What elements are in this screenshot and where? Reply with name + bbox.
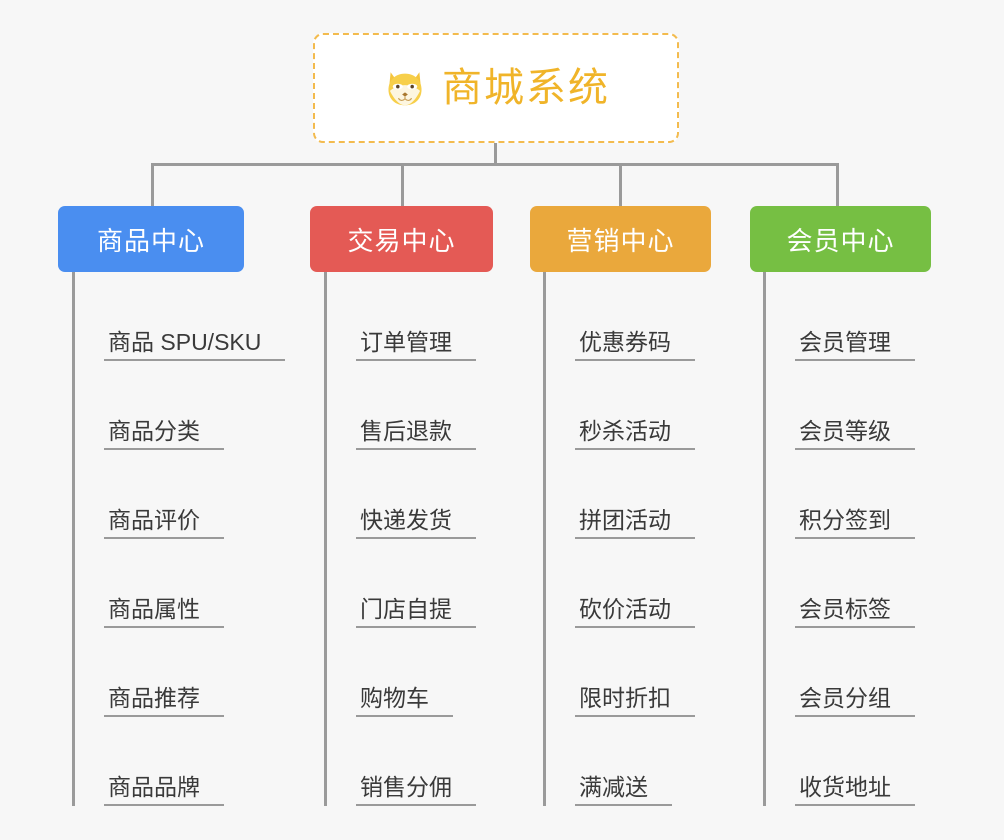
connector-drop-product-center bbox=[151, 163, 154, 206]
list-item[interactable]: 收货地址 bbox=[763, 717, 915, 806]
list-item-label: 满减送 bbox=[579, 773, 648, 800]
column-spine bbox=[543, 272, 546, 806]
list-item-label: 商品 SPU/SKU bbox=[108, 328, 262, 355]
column-spine bbox=[324, 272, 327, 806]
list-item[interactable]: 商品属性 bbox=[72, 539, 285, 628]
connector-horizontal-bar bbox=[151, 163, 839, 166]
list-item[interactable]: 优惠券码 bbox=[543, 272, 695, 361]
column-header-label: 商品中心 bbox=[96, 225, 205, 256]
list-item[interactable]: 购物车 bbox=[324, 628, 476, 717]
list-item[interactable]: 拼团活动 bbox=[543, 450, 695, 539]
column-body-marketing-center: 优惠券码 秒杀活动 拼团活动 砍价活动 限时折扣 满减送 bbox=[543, 272, 695, 806]
list-item-label: 商品品牌 bbox=[108, 773, 200, 800]
list-item-label: 限时折扣 bbox=[579, 684, 671, 711]
list-item[interactable]: 商品分类 bbox=[72, 361, 285, 450]
list-item-label: 销售分佣 bbox=[360, 773, 452, 800]
list-item[interactable]: 商品推荐 bbox=[72, 628, 285, 717]
list-item[interactable]: 满减送 bbox=[543, 717, 695, 806]
list-item[interactable]: 会员管理 bbox=[763, 272, 915, 361]
column-header-label: 会员中心 bbox=[786, 225, 895, 256]
list-item-label: 砍价活动 bbox=[579, 595, 671, 622]
column-header-member-center[interactable]: 会员中心 bbox=[750, 206, 931, 272]
column-header-trade-center[interactable]: 交易中心 bbox=[310, 206, 493, 272]
list-item[interactable]: 商品品牌 bbox=[72, 717, 285, 806]
connector-root-stem bbox=[494, 143, 497, 165]
list-item-label: 商品分类 bbox=[108, 417, 200, 444]
list-item[interactable]: 商品 SPU/SKU bbox=[72, 272, 286, 361]
list-item[interactable]: 会员分组 bbox=[763, 628, 915, 717]
list-item-label: 会员标签 bbox=[799, 595, 891, 622]
list-item[interactable]: 会员等级 bbox=[763, 361, 915, 450]
list-item[interactable]: 限时折扣 bbox=[543, 628, 695, 717]
list-item[interactable]: 砍价活动 bbox=[543, 539, 695, 628]
column-spine bbox=[763, 272, 766, 806]
list-item-label: 售后退款 bbox=[360, 417, 452, 444]
list-item-label: 优惠券码 bbox=[579, 328, 671, 355]
list-item-label: 会员分组 bbox=[799, 684, 891, 711]
list-item-label: 收货地址 bbox=[799, 773, 891, 800]
list-item-label: 商品评价 bbox=[108, 506, 200, 533]
list-item-label: 商品属性 bbox=[108, 595, 200, 622]
list-item-label: 商品推荐 bbox=[108, 684, 200, 711]
list-item[interactable]: 门店自提 bbox=[324, 539, 476, 628]
list-item[interactable]: 会员标签 bbox=[763, 539, 915, 628]
connector-drop-member-center bbox=[836, 163, 839, 206]
dog-face-icon bbox=[388, 72, 422, 106]
list-item[interactable]: 积分签到 bbox=[763, 450, 915, 539]
list-item-label: 拼团活动 bbox=[579, 506, 671, 533]
column-body-member-center: 会员管理 会员等级 积分签到 会员标签 会员分组 收货地址 bbox=[763, 272, 915, 806]
list-item-label: 秒杀活动 bbox=[579, 417, 671, 444]
list-item-label: 快递发货 bbox=[360, 506, 452, 533]
list-item-label: 会员管理 bbox=[799, 328, 891, 355]
connector-drop-marketing-center bbox=[619, 163, 622, 206]
list-item-label: 门店自提 bbox=[360, 595, 452, 622]
column-header-product-center[interactable]: 商品中心 bbox=[58, 206, 244, 272]
column-header-marketing-center[interactable]: 营销中心 bbox=[530, 206, 711, 272]
list-item-label: 会员等级 bbox=[799, 417, 891, 444]
list-item[interactable]: 秒杀活动 bbox=[543, 361, 695, 450]
list-item[interactable]: 快递发货 bbox=[324, 450, 476, 539]
column-header-label: 交易中心 bbox=[347, 225, 456, 256]
list-item[interactable]: 订单管理 bbox=[324, 272, 476, 361]
list-item-label: 购物车 bbox=[360, 684, 429, 711]
list-item[interactable]: 销售分佣 bbox=[324, 717, 476, 806]
root-node[interactable]: 商城系统 bbox=[313, 33, 679, 143]
column-body-trade-center: 订单管理 售后退款 快递发货 门店自提 购物车 销售分佣 bbox=[324, 272, 476, 806]
column-body-product-center: 商品 SPU/SKU 商品分类 商品评价 商品属性 商品推荐 商品品牌 bbox=[72, 272, 286, 806]
column-spine bbox=[72, 272, 75, 806]
connector-drop-trade-center bbox=[401, 163, 404, 206]
column-header-label: 营销中心 bbox=[566, 225, 675, 256]
list-item[interactable]: 商品评价 bbox=[72, 450, 285, 539]
root-title: 商城系统 bbox=[442, 66, 610, 110]
list-item-label: 积分签到 bbox=[799, 506, 891, 533]
list-item[interactable]: 售后退款 bbox=[324, 361, 476, 450]
list-item-label: 订单管理 bbox=[360, 328, 452, 355]
